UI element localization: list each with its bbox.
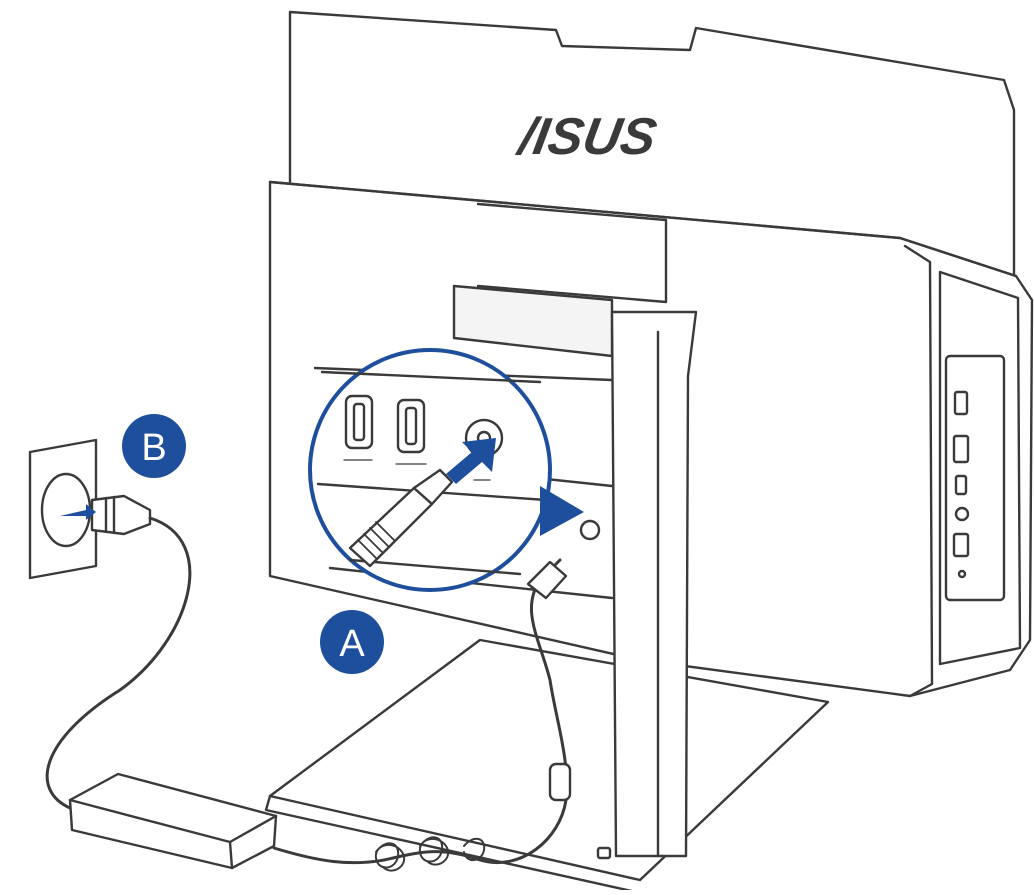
outlet-socket <box>40 472 92 548</box>
hdmi-port-inner-2 <box>404 406 418 446</box>
side-port-5 <box>952 532 970 558</box>
side-port-1 <box>953 390 969 416</box>
cable-coil <box>374 836 486 872</box>
power-cord-ac <box>45 516 192 810</box>
hdmi-port-icon <box>396 398 426 454</box>
rear-side-panel-inner <box>938 270 1022 666</box>
zoom-inset <box>308 348 552 592</box>
zoom-dc-plug-ribs <box>357 521 395 559</box>
side-port-6 <box>957 569 967 579</box>
side-port-3 <box>954 474 968 496</box>
inset-pointer-arrow <box>540 486 584 536</box>
dc-in-port-rear <box>579 519 601 541</box>
brand-logo: /ISUS <box>513 108 661 166</box>
callout-b-badge <box>122 414 186 478</box>
callout-a: A <box>320 610 384 674</box>
callout-a-label: A <box>339 623 365 665</box>
zoom-ring <box>308 348 552 592</box>
stand-lock-slot <box>596 846 612 860</box>
callout-b-label: B <box>141 427 166 469</box>
power-cord-dc <box>272 558 569 865</box>
zoom-dc-plug-tip <box>412 468 454 506</box>
hdmi-port-inner-1 <box>352 402 366 442</box>
wall-plug <box>90 494 152 536</box>
callout-a-badge <box>320 610 384 674</box>
wall-plug-ribs <box>104 495 116 535</box>
side-port-4 <box>954 506 970 522</box>
side-port-2 <box>952 434 970 464</box>
side-io-strip <box>944 354 1006 602</box>
rear-body-top-edge <box>268 180 1018 278</box>
dc-plug-rear <box>526 560 568 600</box>
stand-column <box>610 310 698 858</box>
power-adapter-top-edge <box>68 798 278 870</box>
stand-base-plate <box>268 638 830 882</box>
zoom-panel-top <box>320 370 542 384</box>
callout-b: B <box>122 414 186 478</box>
insert-arrow <box>446 438 496 484</box>
ferrite-bead <box>548 762 572 802</box>
hdmi-port-icon <box>344 394 374 450</box>
stand-base-edge <box>264 794 638 894</box>
stand-hinge-top <box>476 202 668 304</box>
plug-insert-arrow <box>60 504 96 520</box>
power-adapter-icon <box>68 772 278 870</box>
rear-side-panel <box>903 244 934 698</box>
zoom-panel-base <box>348 558 522 576</box>
